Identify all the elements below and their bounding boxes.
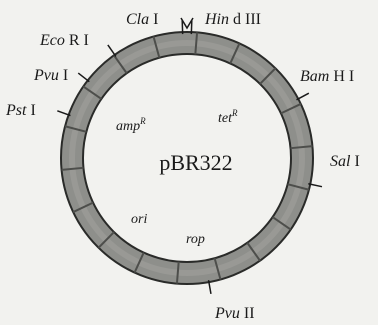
ring-segment-divider: [213, 257, 222, 280]
tick-bam-hi: [296, 92, 310, 101]
site-label-pst-i: Pst I: [5, 102, 36, 119]
ring-segment-divider: [229, 43, 241, 64]
feature-tet-r: tetR: [218, 108, 238, 126]
ring-segment-divider: [259, 67, 277, 85]
ring-segment-divider: [280, 103, 302, 115]
feature-amp-r: ampR: [116, 116, 146, 134]
site-ticks: [57, 17, 323, 295]
ring-segment-divider: [64, 125, 87, 133]
tick-sal-i: [308, 183, 323, 188]
feature-ori: ori: [131, 212, 147, 227]
feature-rop: rop: [186, 232, 205, 247]
tick-pvu-i: [77, 72, 90, 83]
site-label-eco-ri: Eco R I: [39, 32, 89, 49]
tick-eco-ri: [107, 44, 117, 57]
ring-segment-divider: [82, 85, 102, 100]
ring-segment-divider: [194, 32, 199, 55]
site-label-cla-i: Cla I: [126, 11, 158, 28]
ring-segment-divider: [72, 201, 94, 213]
site-label-pvu-ii: Pvu II: [214, 305, 255, 322]
ring-segment-divider: [246, 242, 261, 262]
site-label-pvu-i: Pvu I: [33, 67, 68, 84]
ring-segment-divider: [61, 166, 84, 171]
ring-shade: [69, 40, 305, 276]
top-site-fork: [180, 17, 194, 30]
site-label-bam-hi: Bam H I: [300, 68, 354, 85]
site-label-hind-iii: Hin d III: [204, 11, 261, 28]
ring-segment-divider: [97, 231, 115, 249]
plasmid-name: pBR322: [159, 150, 232, 175]
ring-segment-divider: [152, 36, 161, 59]
tick-pst-i: [57, 110, 71, 117]
ring-segment-divider: [133, 252, 145, 273]
ring-segment-divider: [272, 216, 292, 231]
plasmid-ring: [59, 31, 315, 285]
ring-segment-divider: [290, 145, 313, 150]
ring-segment-divider: [113, 54, 128, 74]
ring-segment-divider: [287, 183, 310, 191]
ring-band: [59, 31, 315, 285]
ring-segment-divider: [175, 261, 180, 284]
site-label-sal-i: Sal I: [330, 153, 360, 170]
tick-pvu-ii: [207, 279, 212, 295]
